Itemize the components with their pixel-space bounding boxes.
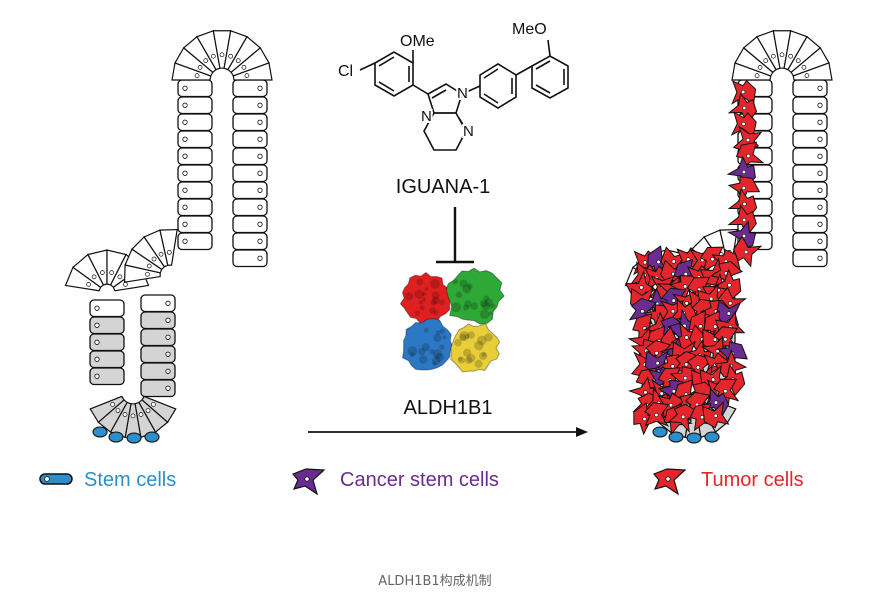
stem-cell (126, 432, 142, 444)
atom-n-imidazole: N (457, 85, 468, 102)
methoxy-label-left: OMe (400, 33, 435, 50)
stem-cell (92, 426, 108, 438)
protein-subunit-yellow (450, 323, 501, 373)
epithelial-cell (232, 249, 268, 268)
protein-subunit-blue (401, 318, 453, 371)
epithelial-cell (177, 232, 213, 251)
protein-name: ALDH1B1 (404, 397, 493, 419)
legend-tumor-cells: Tumor cells (653, 468, 804, 496)
stem-cell (108, 431, 124, 443)
aldh1b1-protein-structure (399, 267, 505, 373)
legend-stem-label: Stem cells (84, 469, 176, 491)
atom-n-ring: N (463, 123, 474, 140)
atom-n-bridge: N (421, 108, 432, 125)
cancer-stem-cell-icon (292, 468, 326, 496)
stem-cell (652, 426, 668, 438)
epithelial-cell (232, 62, 273, 81)
iguana-1-structure (359, 39, 569, 151)
normal-crypt-diagram (64, 29, 273, 444)
methoxy-label-right: MeO (512, 21, 547, 38)
chlorine-label: Cl (338, 63, 353, 80)
progression-arrow (308, 427, 588, 437)
legend-tumor-label: Tumor cells (701, 469, 804, 491)
stem-cell (144, 431, 160, 443)
legend-cancer-stem-label: Cancer stem cells (340, 469, 499, 491)
stem-cell (668, 431, 684, 443)
protein-subunit-red (399, 271, 451, 324)
stem-cell (704, 431, 720, 443)
tumor-cell-icon (653, 468, 687, 496)
epithelial-cell (792, 249, 828, 268)
tumor-cell-mass (625, 79, 765, 436)
epithelial-cell (89, 395, 125, 424)
epithelial-cell (89, 367, 125, 386)
legend-stem-cells: Stem cells (39, 469, 176, 491)
inhibition-symbol (436, 207, 474, 264)
legend-cancer-stem-cells: Cancer stem cells (292, 468, 499, 496)
figure-caption: ALDH1B1构成机制 (378, 574, 491, 589)
protein-subunit-green (445, 267, 505, 325)
stem-cell (686, 432, 702, 444)
tumor-cell (714, 348, 748, 378)
epithelial-cell (140, 379, 176, 398)
compound-name: IGUANA-1 (396, 176, 490, 198)
epithelial-cell (159, 228, 178, 266)
tumor-cell (712, 268, 742, 303)
epithelial-cell (792, 62, 833, 81)
